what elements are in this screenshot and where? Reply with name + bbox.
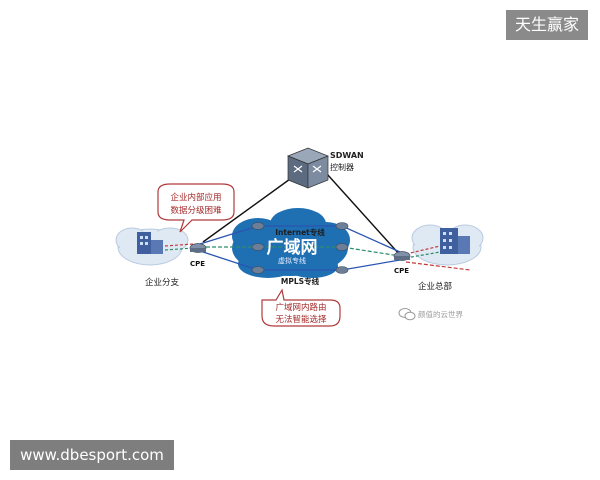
hq-label: 企业总部 [418, 281, 453, 292]
callout-bottom-line1: 广域网内路由 [275, 302, 326, 313]
wan-router-icon [251, 222, 349, 274]
watermark-badge-top: 天生赢家 [506, 10, 588, 40]
sdwan-controller-icon [287, 147, 329, 189]
callout-bubble-top [157, 183, 235, 233]
callout-top-line2: 数据分级困难 [170, 205, 222, 216]
callout-bottom-line2: 无法智能选择 [275, 314, 327, 325]
branch-label: 企业分支 [145, 277, 180, 288]
hq-red-link-2 [405, 261, 471, 271]
right-cpe-label: CPE [394, 267, 409, 275]
controller-label-line1: SDWAN [330, 151, 364, 160]
left-cpe-label: CPE [190, 260, 205, 268]
callout-top-line1: 企业内部应用 [170, 192, 221, 203]
mpls-line [199, 250, 401, 271]
hq-building-icon [440, 228, 470, 254]
source-mark: 颜值的云世界 [418, 309, 463, 319]
branch-building-icon [137, 232, 163, 254]
hq-red-link [405, 245, 441, 255]
internet-line [199, 225, 401, 253]
controller-link-right [326, 173, 401, 256]
wan-title: 广域网 [267, 237, 318, 258]
internet-line-label: Internet专线 [275, 227, 325, 237]
virtual-line [200, 246, 401, 257]
hq-green-link [405, 251, 441, 259]
controller-label-line2: 控制器 [330, 162, 354, 172]
mpls-line-label: MPLS专线 [281, 276, 320, 286]
right-cpe-router-icon [393, 251, 411, 261]
left-cpe-router-icon [189, 243, 207, 253]
wechat-icon [398, 308, 416, 321]
callout-bubble-bottom [261, 288, 341, 327]
virtual-line-label: 虚拟专线 [278, 256, 306, 265]
controller-link-left [202, 173, 298, 243]
watermark-badge-bottom: www.dbesport.com [10, 440, 174, 470]
